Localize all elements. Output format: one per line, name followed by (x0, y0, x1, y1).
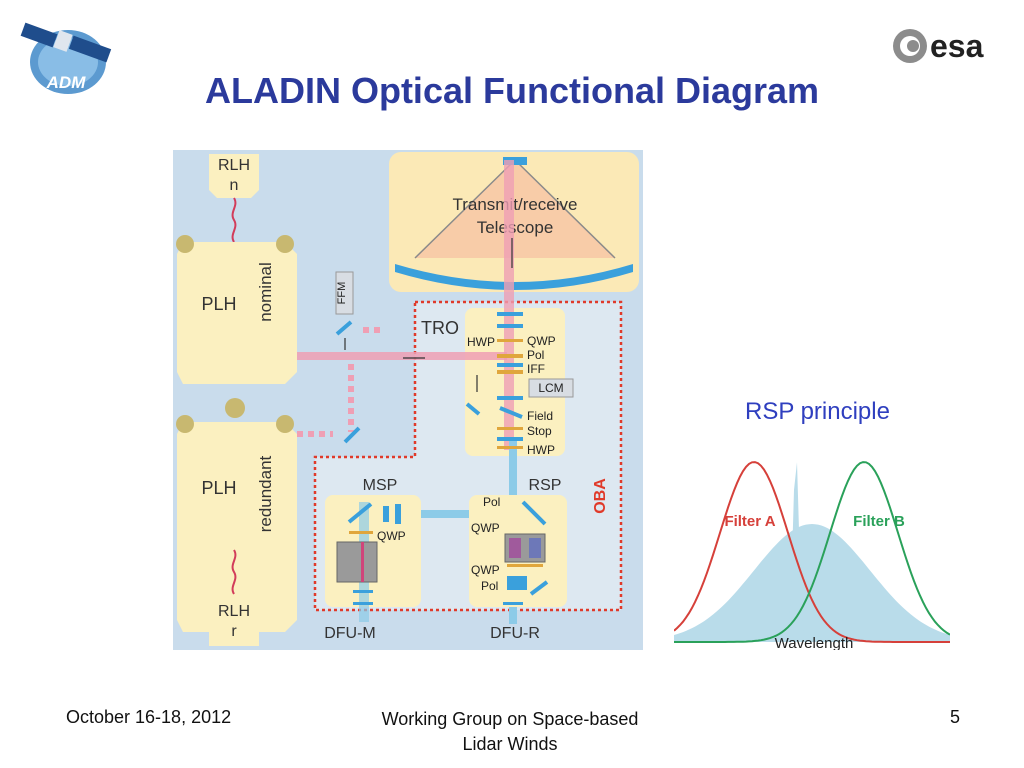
wavelength-axis-label: Wavelength (775, 635, 854, 650)
laser-beam-horizontal (295, 352, 507, 360)
tro-hwp2-label: HWP (527, 443, 555, 457)
secondary-mirror (503, 157, 527, 165)
footer-event-line2: Lidar Winds (462, 734, 558, 754)
lcm-box (528, 378, 574, 398)
plh-redundant-box (177, 422, 297, 632)
rsp-principle-plot: Filter A Filter B Wavelength (674, 442, 950, 650)
rlh-n-fiber (231, 197, 237, 243)
dfu-r-label: DFU-R (490, 625, 540, 642)
rlh-n-label-line2: n (230, 177, 239, 194)
filter-a-label: Filter A (724, 513, 775, 530)
telescope-label-line1: Transmit/receive (452, 195, 577, 214)
tro-hwp-label: HWP (467, 335, 495, 349)
satellite-body-icon (53, 30, 73, 52)
footer-event: Working Group on Space-based Lidar Winds (345, 707, 675, 757)
rsp-spectrum-area (674, 524, 950, 642)
page-number: 5 (950, 707, 961, 727)
rsp-pol-bottom-label: Pol (481, 579, 498, 593)
tro-qwp-label: QWP (527, 334, 556, 348)
aladin-optical-diagram: Transmit/receive Telescope TRO HWP QWP P… (173, 150, 643, 650)
primary-mirror (395, 264, 633, 290)
rsp-principle-caption: RSP principle (745, 398, 890, 425)
laser-beam-vertical (504, 160, 514, 450)
tro-box (465, 308, 565, 456)
lcm-label: LCM (538, 381, 563, 395)
msp-qwp-label: QWP (377, 529, 406, 543)
tro-iff-label: IFF (527, 362, 545, 376)
satellite-panel-icon (20, 22, 58, 48)
plh-nominal-box (177, 242, 297, 384)
plh-nominal-side-label: nominal (256, 262, 275, 322)
adm-logo-text: ADM (46, 73, 87, 92)
footer-date: October 16-18, 2012 (66, 707, 232, 727)
rlh-r-box (209, 596, 259, 646)
adm-logo: ADM (20, 22, 112, 94)
dfu-m-label: DFU-M (324, 625, 376, 642)
filter-b-curve (674, 461, 950, 643)
tro-label: TRO (421, 318, 459, 338)
telescope-label-line2: Telescope (477, 218, 554, 237)
rsp-label: RSP (529, 477, 562, 494)
tro-pol-label: Pol (527, 348, 544, 362)
msp-receive-beam (373, 510, 513, 518)
rlh-r-label-line2: r (231, 623, 237, 640)
rlh-r-fiber (231, 549, 237, 595)
rlh-n-box (209, 154, 259, 198)
rlh-n-label-line1: RLH (218, 157, 250, 174)
msp-label: MSP (363, 477, 398, 494)
footer-event-line1: Working Group on Space-based (381, 709, 639, 729)
rlh-r-label-line1: RLH (218, 603, 250, 620)
page-title: ALADIN Optical Functional Diagram (204, 70, 820, 111)
filter-b-label: Filter B (853, 513, 905, 530)
oba-label: OBA (592, 478, 609, 514)
esa-logo: esa (893, 28, 984, 64)
rsp-qwp1-label: QWP (471, 521, 500, 535)
field-stop-label-line1: Field (527, 409, 553, 423)
rsp-pol-top-label: Pol (483, 495, 500, 509)
plh-nominal-label: PLH (201, 294, 236, 314)
esa-logo-text: esa (930, 28, 984, 64)
ffm-box (335, 271, 354, 315)
filter-a-curve (674, 461, 950, 643)
field-stop-label-line2: Stop (527, 424, 552, 438)
rsp-qwp2-label: QWP (471, 563, 500, 577)
ffm-label: FFM (336, 282, 348, 305)
plh-redundant-label: PLH (201, 478, 236, 498)
plh-redundant-side-label: redundant (256, 455, 275, 532)
msp-interferometer (336, 541, 378, 583)
